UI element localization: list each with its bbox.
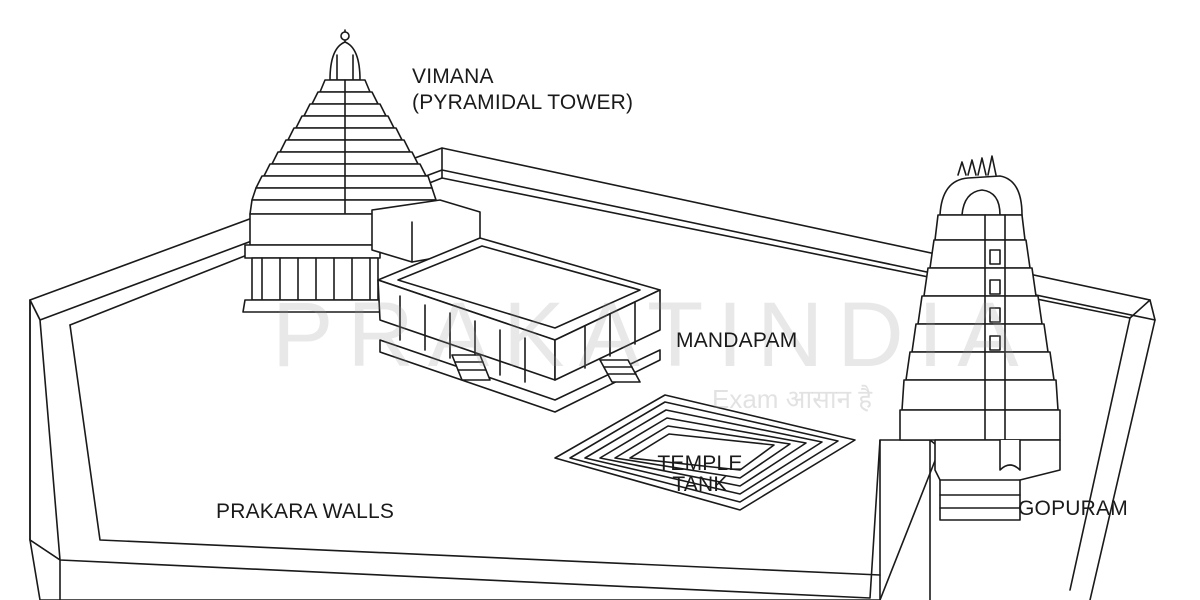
- label-prakara-walls: PRAKARA WALLS: [216, 500, 395, 523]
- label-vimana-sub: (PYRAMIDAL TOWER): [412, 91, 634, 114]
- gopuram-tower: [899, 155, 1061, 521]
- vimana-tower: [242, 29, 441, 313]
- label-gopuram: GOPURAM: [1018, 497, 1128, 520]
- label-temple-tank-line1: TEMPLE: [657, 452, 743, 475]
- mandapam-hall: [371, 199, 661, 413]
- watermark-brand: PRAKATINDIA: [272, 284, 1033, 386]
- label-mandapam: MANDAPAM: [676, 329, 798, 352]
- label-temple-tank-line2: TANK: [672, 473, 728, 496]
- label-vimana: VIMANA: [412, 65, 494, 88]
- watermark-tagline: Exam आसान है: [712, 384, 873, 414]
- temple-tank: [554, 394, 856, 511]
